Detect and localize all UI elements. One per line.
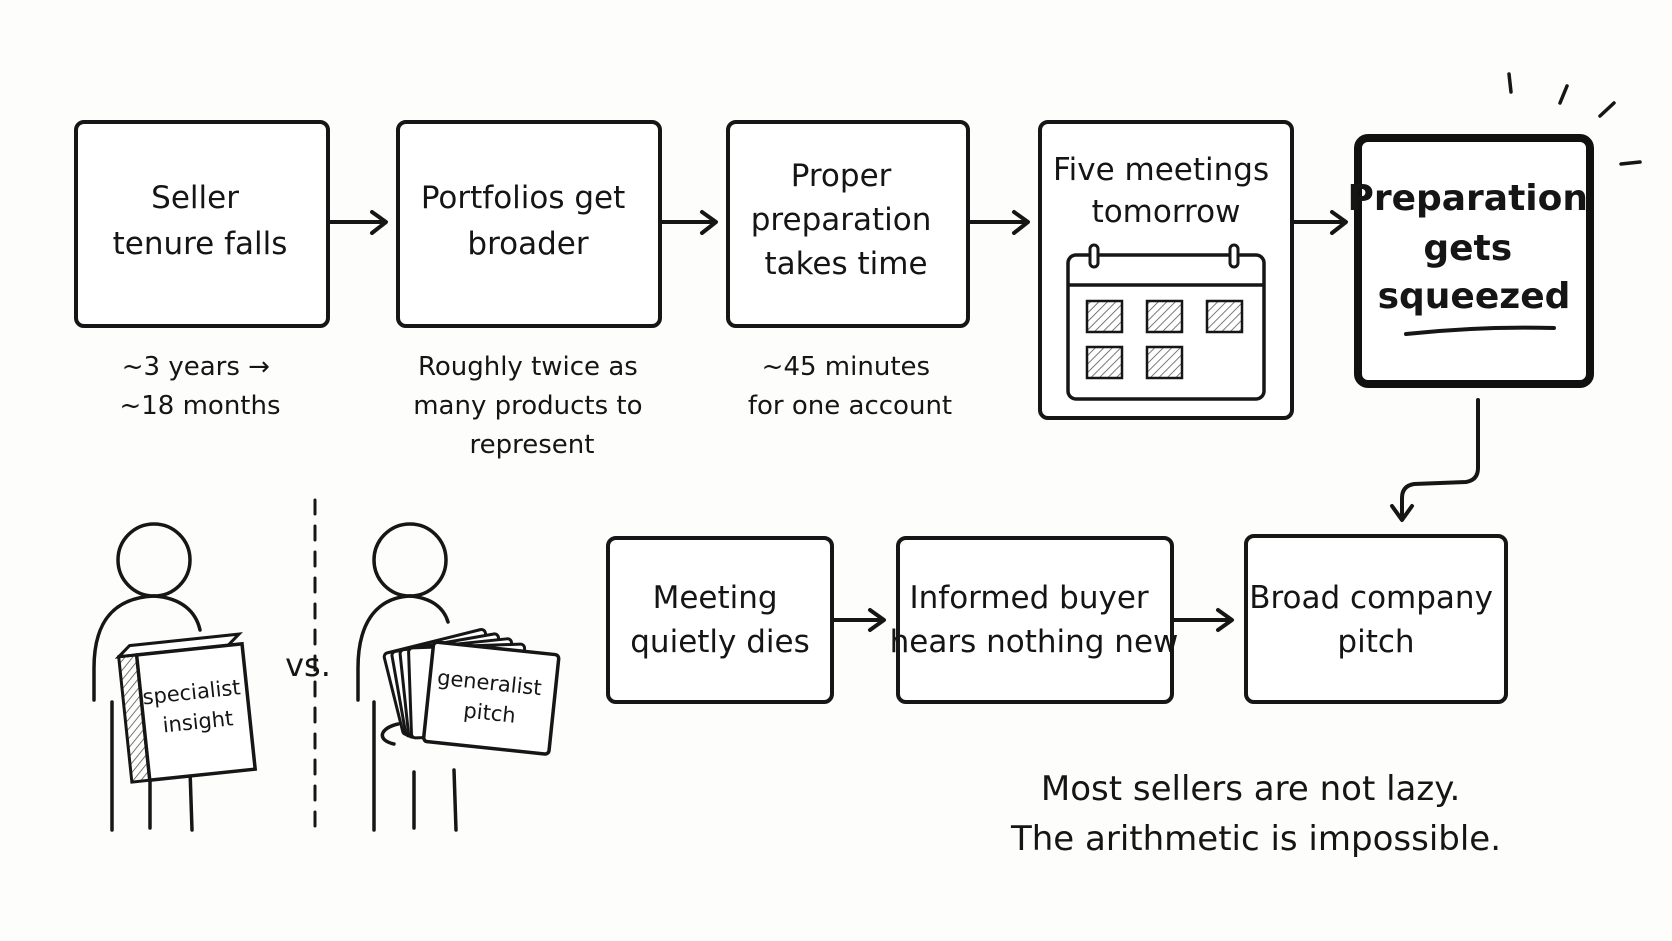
specialist-book-icon: specialist insight <box>114 632 258 784</box>
svg-text:Meeting quietly dies: Meeting quietly dies <box>630 580 810 660</box>
box-meetings-line-1: Five meetings <box>1053 152 1269 188</box>
emphasis-rays <box>1507 72 1642 166</box>
note-portfolios-line-1: Roughly twice as <box>418 352 638 382</box>
box-preparation-line-2: preparation <box>751 202 932 238</box>
box-tenure-line-1: Seller <box>151 180 239 216</box>
box-broad-company-pitch: Broad company pitch <box>1244 534 1508 704</box>
note-preparation-line-1: ~45 minutes <box>762 352 930 382</box>
arrow-meetings-to-squeezed <box>1292 210 1348 235</box>
tagline: Most sellers are not lazy. The arithmeti… <box>1010 769 1501 859</box>
tagline-line-2: The arithmetic is impossible. <box>1010 819 1501 859</box>
box-preparation-line-3: takes time <box>764 246 927 282</box>
vs-label: vs. <box>285 646 331 684</box>
box-tenure-line-2: tenure falls <box>113 226 288 262</box>
box-buyer-line-2: hears nothing new <box>890 624 1179 660</box>
box-squeezed-line-3: squeezed <box>1378 276 1571 317</box>
box-dies-line-2: quietly dies <box>630 624 810 660</box>
note-preparation-line-2: for one account <box>748 391 952 421</box>
box-squeezed-line-1: Preparation <box>1347 178 1588 219</box>
box-five-meetings: Five meetings tomorrow <box>1038 120 1294 420</box>
specialist-figure: specialist insight <box>92 522 258 832</box>
note-preparation: ~45 minutes for one account <box>748 352 952 421</box>
box-pitch-line-2: pitch <box>1337 624 1414 660</box>
box-portfolios-line-1: Portfolios get <box>421 180 625 216</box>
svg-text:Seller tenure falls: Seller tenure falls <box>113 180 288 262</box>
box-preparation-squeezed: Preparation gets squeezed <box>1347 134 1600 388</box>
note-portfolios-line-2: many products to <box>413 391 642 421</box>
generalist-figure: generalist pitch <box>356 522 561 832</box>
note-portfolios-line-3: represent <box>470 430 595 460</box>
box-informed-buyer: Informed buyer hears nothing new <box>890 536 1179 704</box>
note-tenure-line-2: ~18 months <box>119 391 280 421</box>
box-portfolios-broader: Portfolios get broader <box>396 120 662 328</box>
box-pitch-line-1: Broad company <box>1249 580 1493 616</box>
arrow-portfolios-to-preparation <box>660 210 718 235</box>
box-proper-preparation: Proper preparation takes time <box>726 120 970 328</box>
svg-text:Broad company pitch: Broad company pitch <box>1249 580 1503 660</box>
squeezed-underline <box>1404 325 1556 336</box>
svg-text:Five meetings tomorrow: Five meetings tomorrow <box>1053 152 1279 230</box>
box-portfolios-line-2: broader <box>467 226 588 262</box>
box-buyer-line-1: Informed buyer <box>909 580 1148 616</box>
arrow-squeezed-to-pitch <box>1390 398 1480 522</box>
tagline-line-1: Most sellers are not lazy. <box>1041 769 1460 809</box>
box-meetings-line-2: tomorrow <box>1092 194 1241 230</box>
generalist-cards-icon: generalist pitch <box>382 628 561 756</box>
svg-text:Portfolios get broader: Portfolios get broader <box>421 180 635 262</box>
box-squeezed-line-2: gets <box>1423 228 1512 269</box>
note-portfolios: Roughly twice as many products to repres… <box>413 352 651 460</box>
svg-text:Preparation gets s: Preparation gets squeezed <box>1347 178 1600 317</box>
note-tenure: ~3 years → ~18 months <box>119 352 280 421</box>
arrow-buyer-to-pitch <box>1172 608 1234 632</box>
arrow-preparation-to-meetings <box>968 210 1030 235</box>
note-tenure-line-1: ~3 years → <box>122 352 270 382</box>
box-meeting-dies: Meeting quietly dies <box>606 536 834 704</box>
svg-text:Informed buyer hears not: Informed buyer hears nothing new <box>890 580 1179 660</box>
arrow-tenure-to-portfolios <box>328 210 388 235</box>
generalist-label-line-2: pitch <box>462 698 516 727</box>
box-seller-tenure: Seller tenure falls <box>74 120 330 328</box>
svg-text:Proper preparation: Proper preparation takes time <box>751 158 941 282</box>
calendar-icon <box>1066 243 1266 401</box>
box-dies-line-1: Meeting <box>653 580 778 616</box>
arrow-dies-to-buyer <box>832 608 886 632</box>
box-preparation-line-1: Proper <box>791 158 892 194</box>
